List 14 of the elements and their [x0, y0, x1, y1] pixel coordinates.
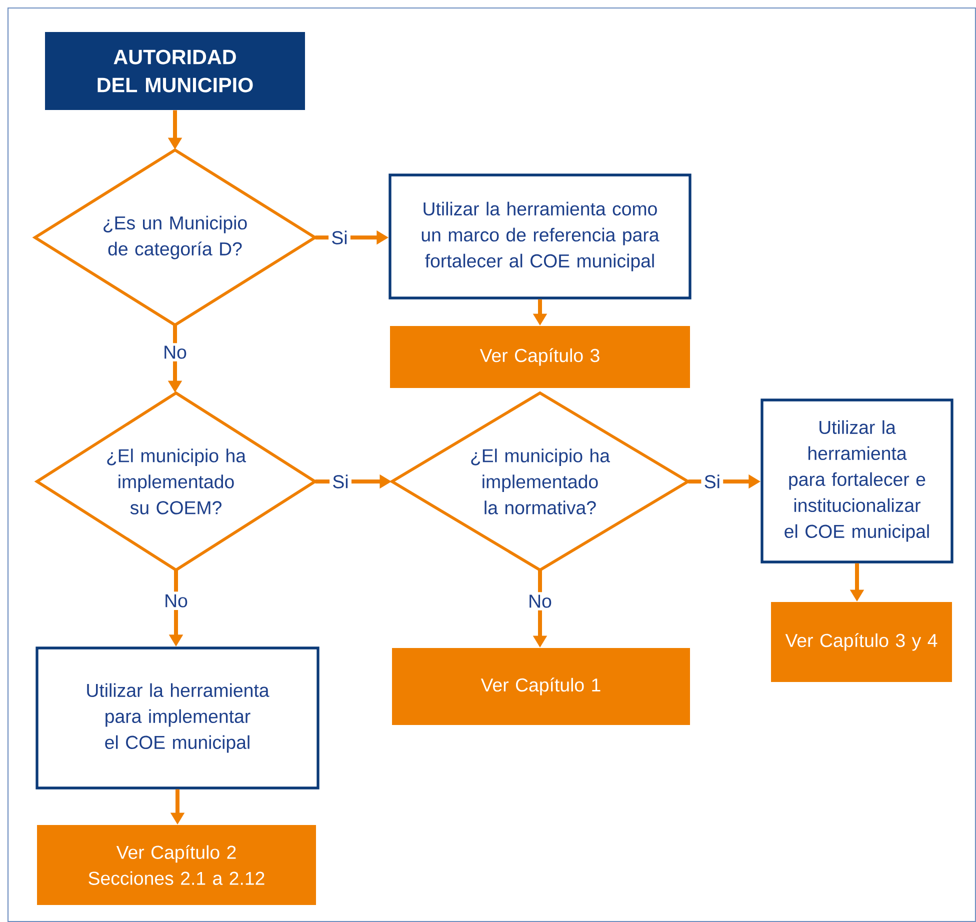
- edge-label: Si: [330, 472, 352, 492]
- chapter-box: Ver Capítulo 1: [392, 648, 690, 725]
- process-box: Utilizar la herramienta para fortalecer e institucionalizar el COE municipal: [760, 398, 954, 564]
- edge-label: Si: [701, 472, 724, 492]
- edge-label: No: [160, 343, 190, 362]
- chapter-box: Ver Capítulo 3 y 4: [771, 602, 952, 682]
- edge-label: Si: [328, 228, 350, 248]
- process-box: Utilizar la herramienta para implementar el COE municipal: [36, 646, 320, 790]
- edge-label: No: [161, 592, 191, 610]
- process-box: Utilizar la herramienta como un marco de referencia para fortalecer al COE municipal: [388, 174, 692, 300]
- chapter-box: Ver Capítulo 3: [390, 326, 690, 388]
- start-box: AUTORIDAD DEL MUNICIPIO: [45, 32, 305, 110]
- edge-label: No: [525, 592, 555, 610]
- chapter-box: Ver Capítulo 2 Secciones 2.1 a 2.12: [37, 825, 316, 905]
